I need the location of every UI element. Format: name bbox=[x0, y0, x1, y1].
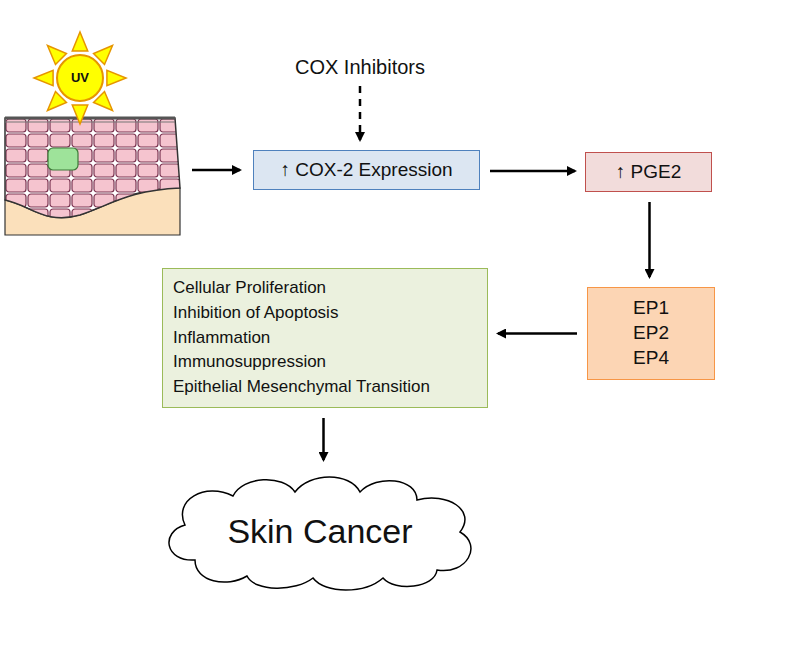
inhibition-arrow bbox=[359, 86, 362, 140]
node-label: Skin Cancer bbox=[227, 510, 412, 553]
effect-item: Inflammation bbox=[173, 327, 270, 350]
epidermis bbox=[5, 118, 180, 218]
sun-ray bbox=[72, 105, 87, 124]
outcome-cloud: Skin Cancer bbox=[155, 470, 485, 592]
effects-box: Cellular ProliferationInhibition of Apop… bbox=[162, 268, 488, 408]
receptor-box: EP1 EP2 EP4 bbox=[587, 287, 715, 380]
effect-item: Cellular Proliferation bbox=[173, 277, 326, 300]
mutated-cell bbox=[48, 148, 78, 170]
process-box: ↑ COX-2 Expression bbox=[253, 150, 480, 190]
sun-ray bbox=[72, 32, 87, 51]
cloud-outline bbox=[169, 477, 471, 590]
node-label: ↑ PGE2 bbox=[616, 160, 681, 184]
node-label: ↑ COX-2 Expression bbox=[280, 158, 452, 182]
flow-arrow bbox=[498, 332, 577, 335]
effect-item: Inhibition of Apoptosis bbox=[173, 302, 338, 325]
effect-item: Immunosuppression bbox=[173, 351, 326, 374]
flow-arrow bbox=[322, 418, 325, 460]
sun-disc bbox=[57, 55, 103, 101]
sun-label: UV bbox=[71, 70, 89, 86]
effect-item: Epithelial Mesenchymal Transition bbox=[173, 376, 430, 399]
process-box: ↑ PGE2 bbox=[585, 152, 712, 192]
flow-arrow bbox=[490, 170, 575, 173]
stratum-corneum bbox=[5, 121, 175, 122]
flow-arrow bbox=[192, 169, 240, 172]
flow-arrow bbox=[648, 202, 651, 277]
stratum-corneum bbox=[5, 117, 175, 120]
sun-symbol: UV bbox=[50, 48, 110, 108]
node-label: EP1 EP2 EP4 bbox=[633, 296, 669, 370]
sun-ray bbox=[107, 70, 126, 85]
inhibitor-label: COX Inhibitors bbox=[295, 56, 425, 79]
sun-ray bbox=[34, 70, 53, 85]
